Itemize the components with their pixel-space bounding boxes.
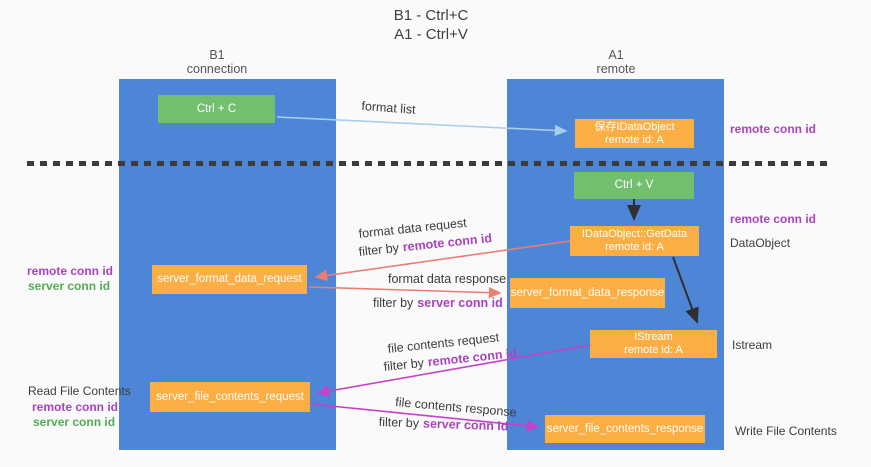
node-server-format-data-response-label: server_format_data_response	[510, 286, 665, 299]
side-label-dataobject: DataObject	[730, 236, 791, 250]
filter-by-text: filter by	[373, 296, 414, 310]
node-ctrl-v: Ctrl + V	[574, 172, 694, 199]
side-label-read-file-contents: Read File Contents	[28, 384, 131, 398]
node-idataobject-getdata-line2: remote id: A	[605, 241, 664, 253]
label-format-data-response: format data response	[388, 272, 507, 286]
node-istream: IStream remote id: A	[590, 330, 717, 358]
node-server-format-data-response: server_format_data_response	[510, 278, 665, 308]
node-server-file-contents-response: server_file_contents_response	[545, 415, 705, 443]
node-ctrl-c: Ctrl + C	[158, 95, 275, 123]
column-b1-role: connection	[186, 62, 248, 76]
filter-by-text: filter by	[383, 355, 425, 374]
node-save-idataobject: 保存IDataObject remote id: A	[575, 119, 694, 148]
node-ctrl-c-label: Ctrl + C	[196, 102, 237, 115]
node-idataobject-getdata-line1: IDataObject::GetData	[581, 228, 688, 240]
node-idataobject-getdata: IDataObject::GetData remote id: A	[570, 226, 699, 256]
node-istream-line2: remote id: A	[624, 344, 683, 356]
column-header-b1: B1 connection	[117, 48, 317, 76]
node-server-file-contents-response-label: server_file_contents_response	[546, 422, 704, 435]
side-label-istream: Istream	[732, 338, 773, 352]
column-a1-name: A1	[608, 48, 624, 62]
filter-by-text: filter by	[358, 240, 400, 259]
node-server-file-contents-request: server_file_contents_request	[150, 382, 310, 412]
server-conn-id-text: server conn id	[422, 416, 509, 434]
side-label-remote-conn-id-top-right: remote conn id	[730, 122, 817, 136]
column-b1-name: B1	[209, 48, 225, 62]
node-ctrl-v-label: Ctrl + V	[614, 179, 654, 191]
node-save-idataobject-line2: remote id: A	[605, 133, 664, 146]
diagram-title: B1 - Ctrl+C A1 - Ctrl+V	[0, 6, 862, 44]
side-label-write-file-contents: Write File Contents	[735, 424, 837, 438]
node-istream-line1: IStream	[634, 331, 673, 343]
title-line-1: B1 - Ctrl+C	[393, 7, 469, 24]
label-format-list: format list	[361, 99, 417, 117]
title-line-2: A1 - Ctrl+V	[394, 26, 468, 43]
node-save-idataobject-line1: 保存IDataObject	[594, 120, 675, 133]
phase-separator-dashed-line	[27, 161, 833, 166]
side-label-server-conn-id-mid-left: server conn id	[28, 279, 111, 293]
side-label-remote-conn-id-mid-left: remote conn id	[27, 264, 114, 278]
column-a1-role: remote	[596, 62, 636, 76]
arrow-format-data-response	[308, 286, 502, 299]
node-server-file-contents-request-label: server_file_contents_request	[156, 390, 304, 403]
node-server-format-data-request: server_format_data_request	[152, 265, 307, 294]
server-conn-id-text: server conn id	[417, 296, 503, 310]
filter-by-text: filter by	[378, 415, 420, 431]
side-label-remote-conn-id-mid-right: remote conn id	[730, 212, 817, 226]
column-header-a1: A1 remote	[516, 48, 716, 76]
side-label-remote-conn-id-bottom-left: remote conn id	[32, 400, 119, 414]
side-label-server-conn-id-bottom-left: server conn id	[33, 415, 116, 429]
node-server-format-data-request-label: server_format_data_request	[157, 273, 302, 285]
